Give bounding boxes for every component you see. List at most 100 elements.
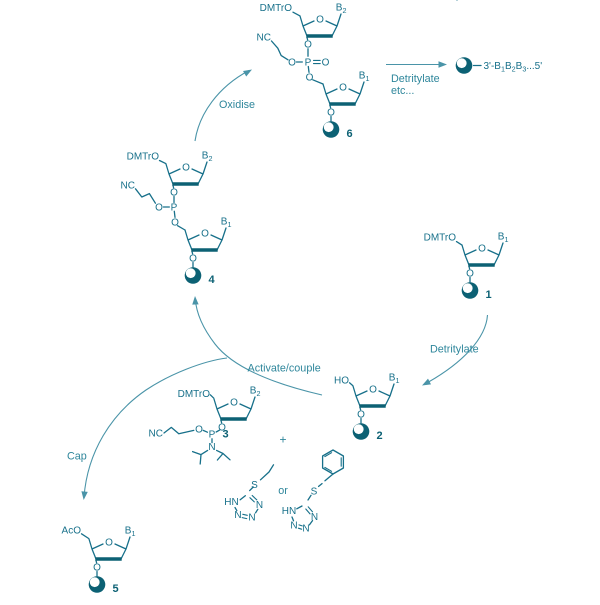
ring-o-label: O — [369, 385, 377, 396]
p-double-bond — [312, 59, 321, 65]
detritylate-top-label: Detritylate — [391, 73, 440, 85]
structure-5-capped-nucleoside: AcO O B1 O 5 — [62, 526, 136, 596]
dmtro-label: DMTrO — [260, 3, 293, 14]
hn-label: HN — [224, 497, 238, 508]
n-label: N — [208, 442, 215, 453]
o-label: O — [306, 73, 314, 84]
base-label: B2 — [250, 386, 261, 399]
cap-arrow — [83, 357, 228, 498]
solid-support-bead — [352, 423, 370, 440]
o3-label: O — [189, 254, 197, 265]
tetrazole-ethylthio: S HN N N N — [224, 464, 275, 524]
base-label: B1 — [221, 217, 232, 230]
base-label: B1 — [498, 232, 509, 245]
product-oligonucleotide: 3'-B1B2B3...5' — [455, 57, 543, 74]
activate-couple-arrowhead — [191, 295, 199, 305]
dmtro-label: DMTrO — [424, 233, 457, 244]
base-label: B1 — [359, 71, 370, 84]
product-sequence: 3'-B1B2B3...5' — [484, 61, 543, 73]
structure-2-deprotected-nucleoside: HO O B1 O 2 — [334, 373, 399, 443]
detritylate-top-etc-label: etc... — [391, 85, 414, 97]
ring-o-label: O — [230, 398, 238, 409]
structure-number: 3 — [223, 429, 229, 441]
o-label: O — [322, 58, 330, 69]
double-bonds — [241, 494, 258, 520]
solid-support-bead — [322, 121, 340, 138]
detritylate-etc-arrowhead — [438, 61, 447, 68]
p-label: P — [209, 430, 216, 441]
base-label: B1 — [125, 526, 136, 539]
detritylate-arrowhead — [420, 378, 432, 389]
activate-couple-arrow — [194, 298, 323, 396]
double-bonds — [297, 506, 314, 530]
solid-support-bead — [455, 57, 473, 74]
ring-o-label: O — [478, 244, 486, 255]
o3-label: O — [170, 188, 178, 199]
structure-number: 2 — [377, 430, 383, 442]
activate-couple-label: Activate/couple — [248, 363, 321, 375]
cap-arrowhead — [80, 491, 88, 501]
o3-label: O — [357, 410, 365, 421]
o-label: O — [155, 203, 163, 214]
s-label: S — [251, 480, 258, 491]
s-label: S — [311, 487, 318, 498]
base-label: B2 — [336, 3, 347, 16]
n-label: N — [311, 512, 318, 523]
solid-support-bead — [461, 282, 479, 299]
ring-o-label: O — [339, 83, 347, 94]
structure-3-phosphoramidite: DMTrO O B2 O NC O P N 3 — [149, 386, 261, 465]
o3-label: O — [304, 40, 312, 51]
bonds — [291, 473, 334, 526]
n-label: N — [234, 510, 241, 521]
aco-label: AcO — [62, 526, 82, 537]
nc-label: NC — [149, 429, 163, 440]
bonds — [270, 0, 458, 122]
n-label: N — [256, 500, 263, 511]
cycle-arrows — [80, 61, 489, 501]
n-label: N — [290, 521, 297, 532]
detritylate-right-label: Detritylate — [430, 344, 479, 356]
nc-label: NC — [257, 33, 271, 44]
structure-4-dimer-phosphite: DMTrO O B2 O NC O P O O B1 O 4 — [121, 151, 232, 287]
benzene-double-bonds — [324, 452, 342, 472]
hn-label: HN — [282, 506, 296, 517]
o3-label: O — [93, 563, 101, 574]
base-label: B2 — [202, 151, 213, 164]
p-label: P — [305, 58, 312, 69]
solid-support-bead — [88, 576, 106, 593]
tetrazole-benzylthio: S HN N N N — [282, 449, 345, 535]
bonds — [348, 382, 362, 424]
oxidise-arrowhead — [243, 66, 254, 77]
n-label: N — [302, 524, 309, 535]
o-label: O — [171, 218, 179, 229]
dmtro-label: DMTrO — [127, 152, 160, 163]
o3-label: O — [466, 269, 474, 280]
ring-o-label: O — [105, 538, 113, 549]
oxidise-arrow — [194, 70, 250, 142]
structure-1-support-nucleoside: DMTrO O B1 O 1 — [424, 232, 509, 302]
nc-label: NC — [121, 181, 135, 192]
structure-number: 4 — [209, 274, 216, 286]
structure-number: 5 — [113, 583, 119, 595]
or-label: or — [278, 485, 288, 497]
dmtro-label: DMTrO — [178, 389, 211, 400]
n-label: N — [248, 513, 255, 524]
p-label: P — [171, 203, 178, 214]
cap-label: Cap — [67, 451, 87, 463]
detritylate-arrow — [424, 314, 489, 385]
solid-support-bead — [184, 267, 202, 284]
o3-label: O — [327, 108, 335, 119]
base-label: B1 — [389, 373, 400, 386]
o-label: O — [288, 58, 296, 69]
bonds — [163, 394, 231, 465]
ring-o-label: O — [201, 229, 209, 240]
benzene-ring — [321, 449, 345, 475]
ring-o-label: O — [316, 15, 324, 26]
structure-number: 1 — [486, 289, 492, 301]
o3-label: O — [218, 423, 226, 434]
structure-6-dimer-phosphate: DMTrO O B2 O NC O P O O O B1 O 6 — [257, 0, 458, 140]
bonds — [134, 159, 194, 268]
structure-number: 6 — [347, 128, 353, 140]
